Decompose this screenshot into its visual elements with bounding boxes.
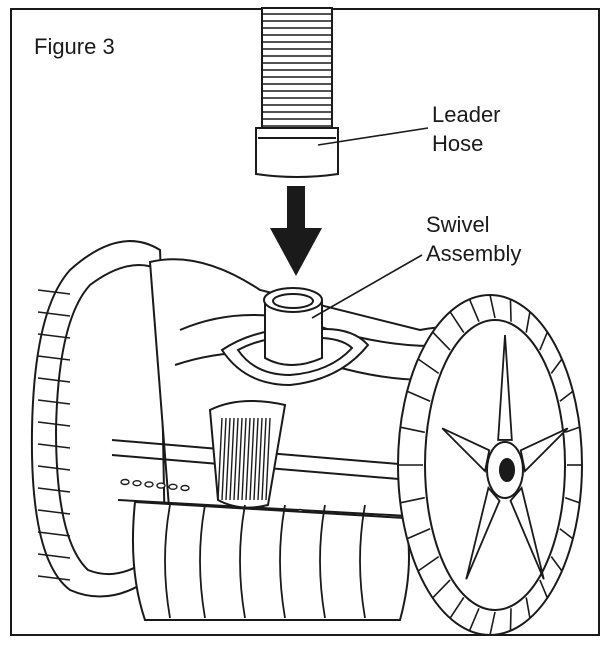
leader-hose-label-line2: Hose bbox=[432, 131, 484, 156]
figure-title: Figure 3 bbox=[34, 34, 115, 59]
leader-line-hose bbox=[317, 127, 429, 146]
leader-hose-label: Leader Hose bbox=[432, 100, 501, 158]
roller-brush bbox=[131, 500, 410, 621]
right-wheel bbox=[397, 294, 583, 636]
down-arrow-icon bbox=[270, 186, 322, 276]
leader-hose-label-line1: Leader bbox=[432, 102, 501, 127]
swivel-assembly-label-line1: Swivel bbox=[426, 212, 490, 237]
grip-plate bbox=[208, 400, 287, 509]
leader-line-swivel bbox=[311, 254, 423, 319]
swivel-assembly-label: Swivel Assembly bbox=[426, 210, 521, 268]
swivel-assembly bbox=[220, 287, 370, 387]
leader-hose bbox=[255, 7, 339, 178]
swivel-assembly-label-line2: Assembly bbox=[426, 241, 522, 266]
